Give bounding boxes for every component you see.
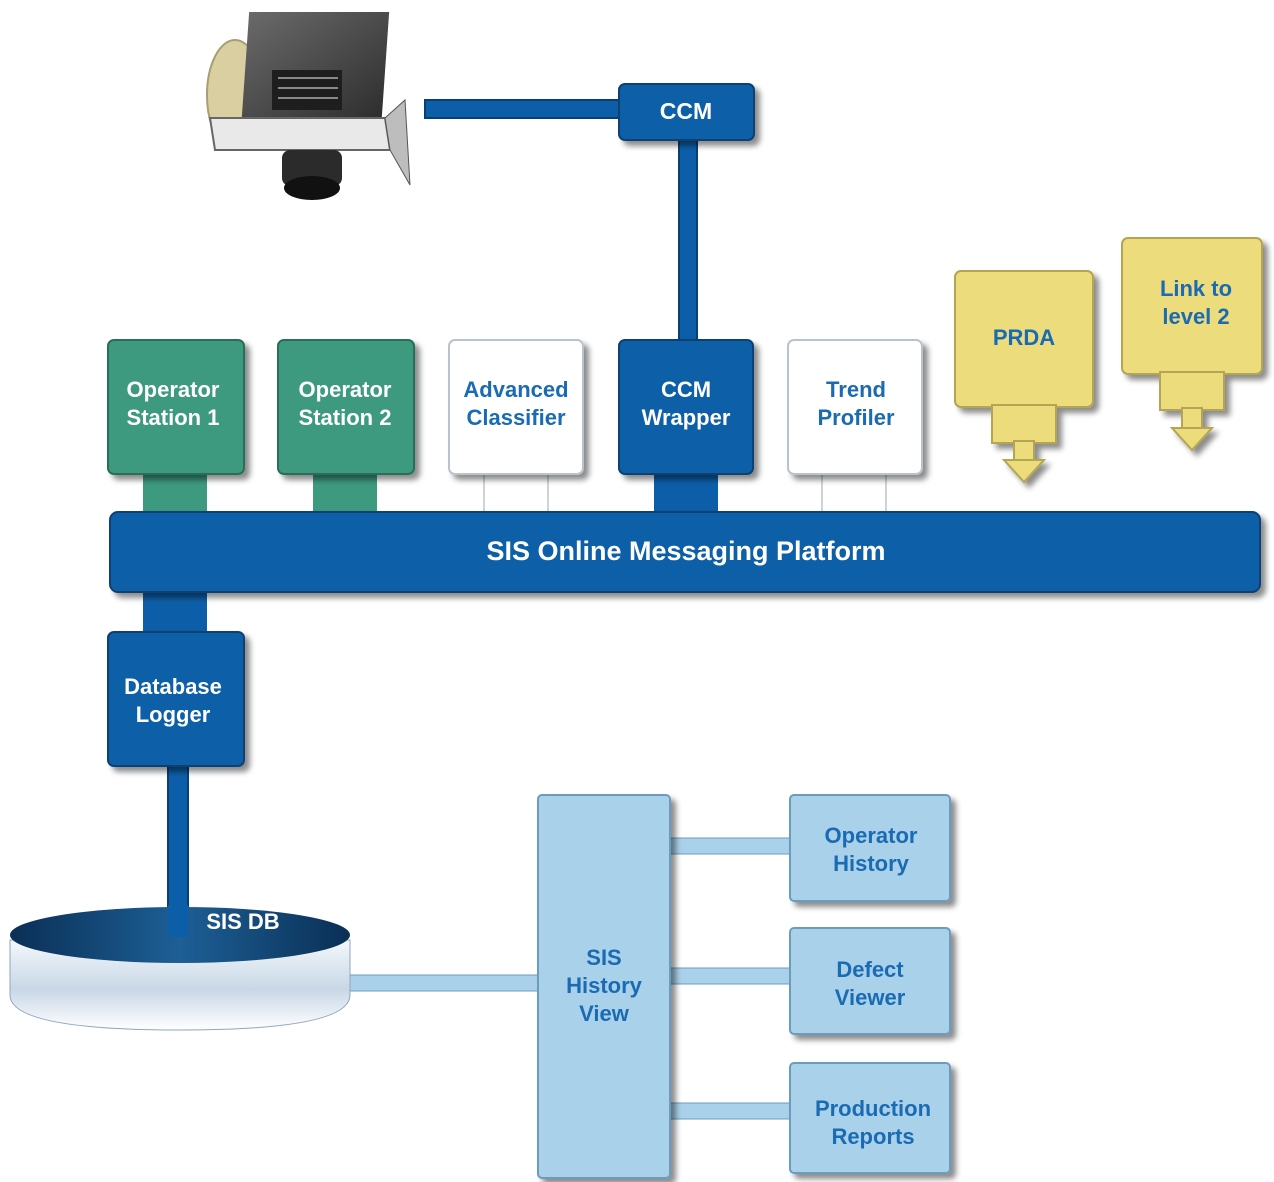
link-to-level2-line1: Link to: [1160, 276, 1232, 301]
station2-stub: [313, 472, 377, 516]
operator-station-1-node[interactable]: Operator Station 1: [107, 339, 245, 475]
station1-stub: [143, 472, 207, 516]
camera-icon: [206, 12, 411, 200]
trend-profiler-node[interactable]: Trend Profiler: [787, 339, 923, 475]
operator-station-1-line2: Station 1: [127, 405, 220, 430]
advanced-classifier-line1: Advanced: [463, 377, 568, 402]
production-reports-line1: Production: [815, 1096, 931, 1121]
database-logger-node[interactable]: Database Logger: [107, 631, 245, 767]
sis-db-label: SIS DB: [206, 909, 279, 934]
prda-label: PRDA: [993, 325, 1055, 350]
platform-logger-stub: [143, 590, 207, 635]
history-defect-link: [669, 967, 793, 985]
wrapper-stub: [654, 472, 718, 516]
production-reports-line2: Reports: [831, 1124, 914, 1149]
link-to-level2-node[interactable]: Link to level 2: [1121, 237, 1263, 452]
production-reports-node[interactable]: Production Reports: [789, 1062, 951, 1174]
profiler-stub: [821, 471, 887, 517]
camera-ccm-link: [424, 99, 626, 119]
sis-history-view-line2: History: [566, 973, 643, 998]
defect-viewer-node[interactable]: Defect Viewer: [789, 927, 951, 1035]
sis-history-view-line3: View: [579, 1001, 630, 1026]
history-operator-link: [669, 837, 793, 855]
ccm-wrapper-line2: Wrapper: [642, 405, 731, 430]
ccm-wrapper-line1: CCM: [661, 377, 711, 402]
operator-history-node[interactable]: Operator History: [789, 794, 951, 902]
db-history-link: [344, 974, 541, 992]
trend-profiler-line2: Profiler: [817, 405, 894, 430]
prda-node[interactable]: PRDA: [954, 270, 1094, 484]
trend-profiler-line1: Trend: [826, 377, 886, 402]
advanced-classifier-line2: Classifier: [466, 405, 565, 430]
link-to-level2-line2: level 2: [1162, 304, 1229, 329]
operator-station-2-line1: Operator: [299, 377, 392, 402]
database-logger-line2: Logger: [136, 702, 211, 727]
history-production-link: [669, 1102, 793, 1120]
messaging-platform-label: SIS Online Messaging Platform: [486, 536, 885, 566]
sis-history-view-line1: SIS: [586, 945, 621, 970]
database-icon[interactable]: SIS DB: [9, 905, 351, 1031]
ccm-wrapper-link: [678, 137, 698, 344]
messaging-platform-bar[interactable]: SIS Online Messaging Platform: [109, 511, 1261, 593]
operator-station-2-line2: Station 2: [299, 405, 392, 430]
sis-history-view-node[interactable]: SIS History View: [537, 794, 671, 1179]
database-logger-line1: Database: [124, 674, 222, 699]
operator-history-line1: Operator: [825, 823, 918, 848]
ccm-wrapper-node[interactable]: CCM Wrapper: [618, 339, 754, 475]
ccm-node[interactable]: CCM: [618, 83, 755, 141]
defect-viewer-line2: Viewer: [835, 985, 906, 1010]
operator-station-1-line1: Operator: [127, 377, 220, 402]
classifier-stub: [483, 471, 549, 517]
operator-station-2-node[interactable]: Operator Station 2: [277, 339, 415, 475]
defect-viewer-line1: Defect: [836, 957, 904, 982]
operator-history-line2: History: [833, 851, 910, 876]
ccm-label: CCM: [660, 98, 712, 124]
advanced-classifier-node[interactable]: Advanced Classifier: [448, 339, 584, 475]
